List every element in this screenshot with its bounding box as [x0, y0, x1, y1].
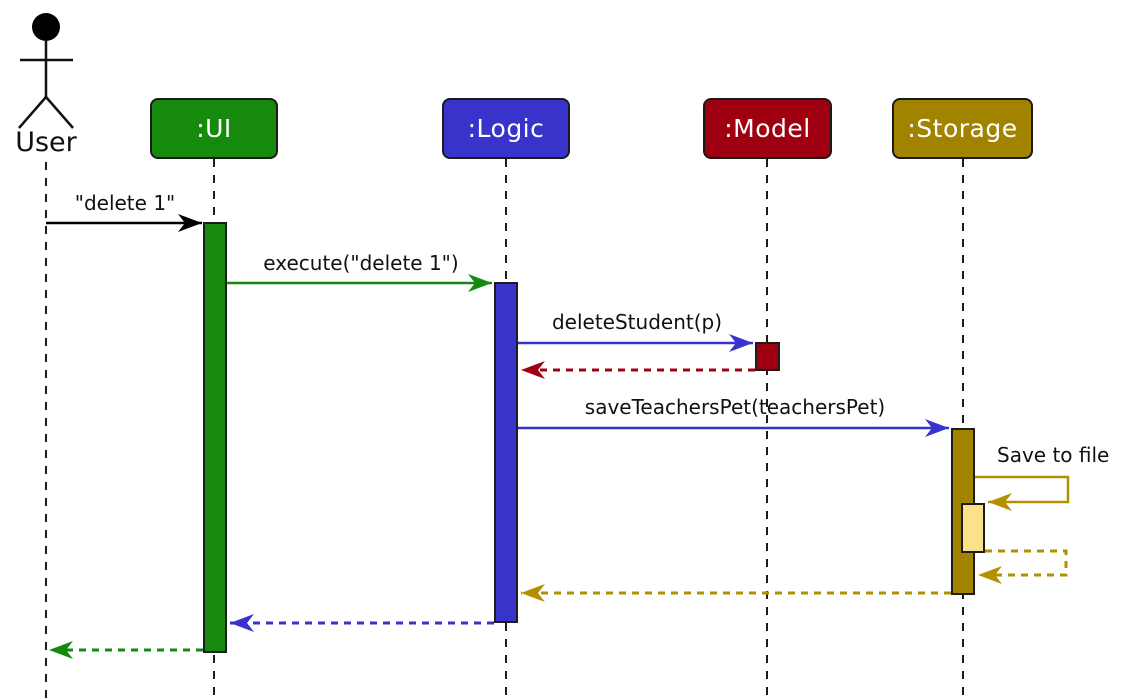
participant-logic: :Logic	[442, 98, 570, 159]
actor-user-icon	[18, 13, 74, 129]
participant-model-label: :Model	[724, 114, 811, 143]
message-label-save-teachers-pet: saveTeachersPet(teachersPet)	[584, 395, 886, 419]
message-label-save-to-file: Save to file	[997, 443, 1110, 467]
participant-storage-label: :Storage	[907, 114, 1018, 143]
activation-bar-model	[755, 342, 780, 371]
participant-ui-label: :UI	[196, 114, 232, 143]
self-return-arrow-storage	[978, 549, 1068, 584]
message-label-delete-student: deleteStudent(p)	[551, 310, 723, 334]
message-label-execute: execute("delete 1")	[263, 251, 459, 275]
participant-logic-label: :Logic	[467, 114, 545, 143]
activation-bar-storage-nested	[961, 503, 985, 553]
activation-bar-logic	[494, 282, 518, 623]
message-label-delete1: "delete 1"	[74, 191, 176, 215]
participant-ui: :UI	[150, 98, 278, 159]
participant-model: :Model	[703, 98, 832, 159]
self-call-arrow-save-to-file	[975, 475, 1070, 511]
activation-bar-ui	[203, 222, 227, 653]
actor-user-label: User	[15, 127, 77, 158]
participant-storage: :Storage	[892, 98, 1033, 159]
